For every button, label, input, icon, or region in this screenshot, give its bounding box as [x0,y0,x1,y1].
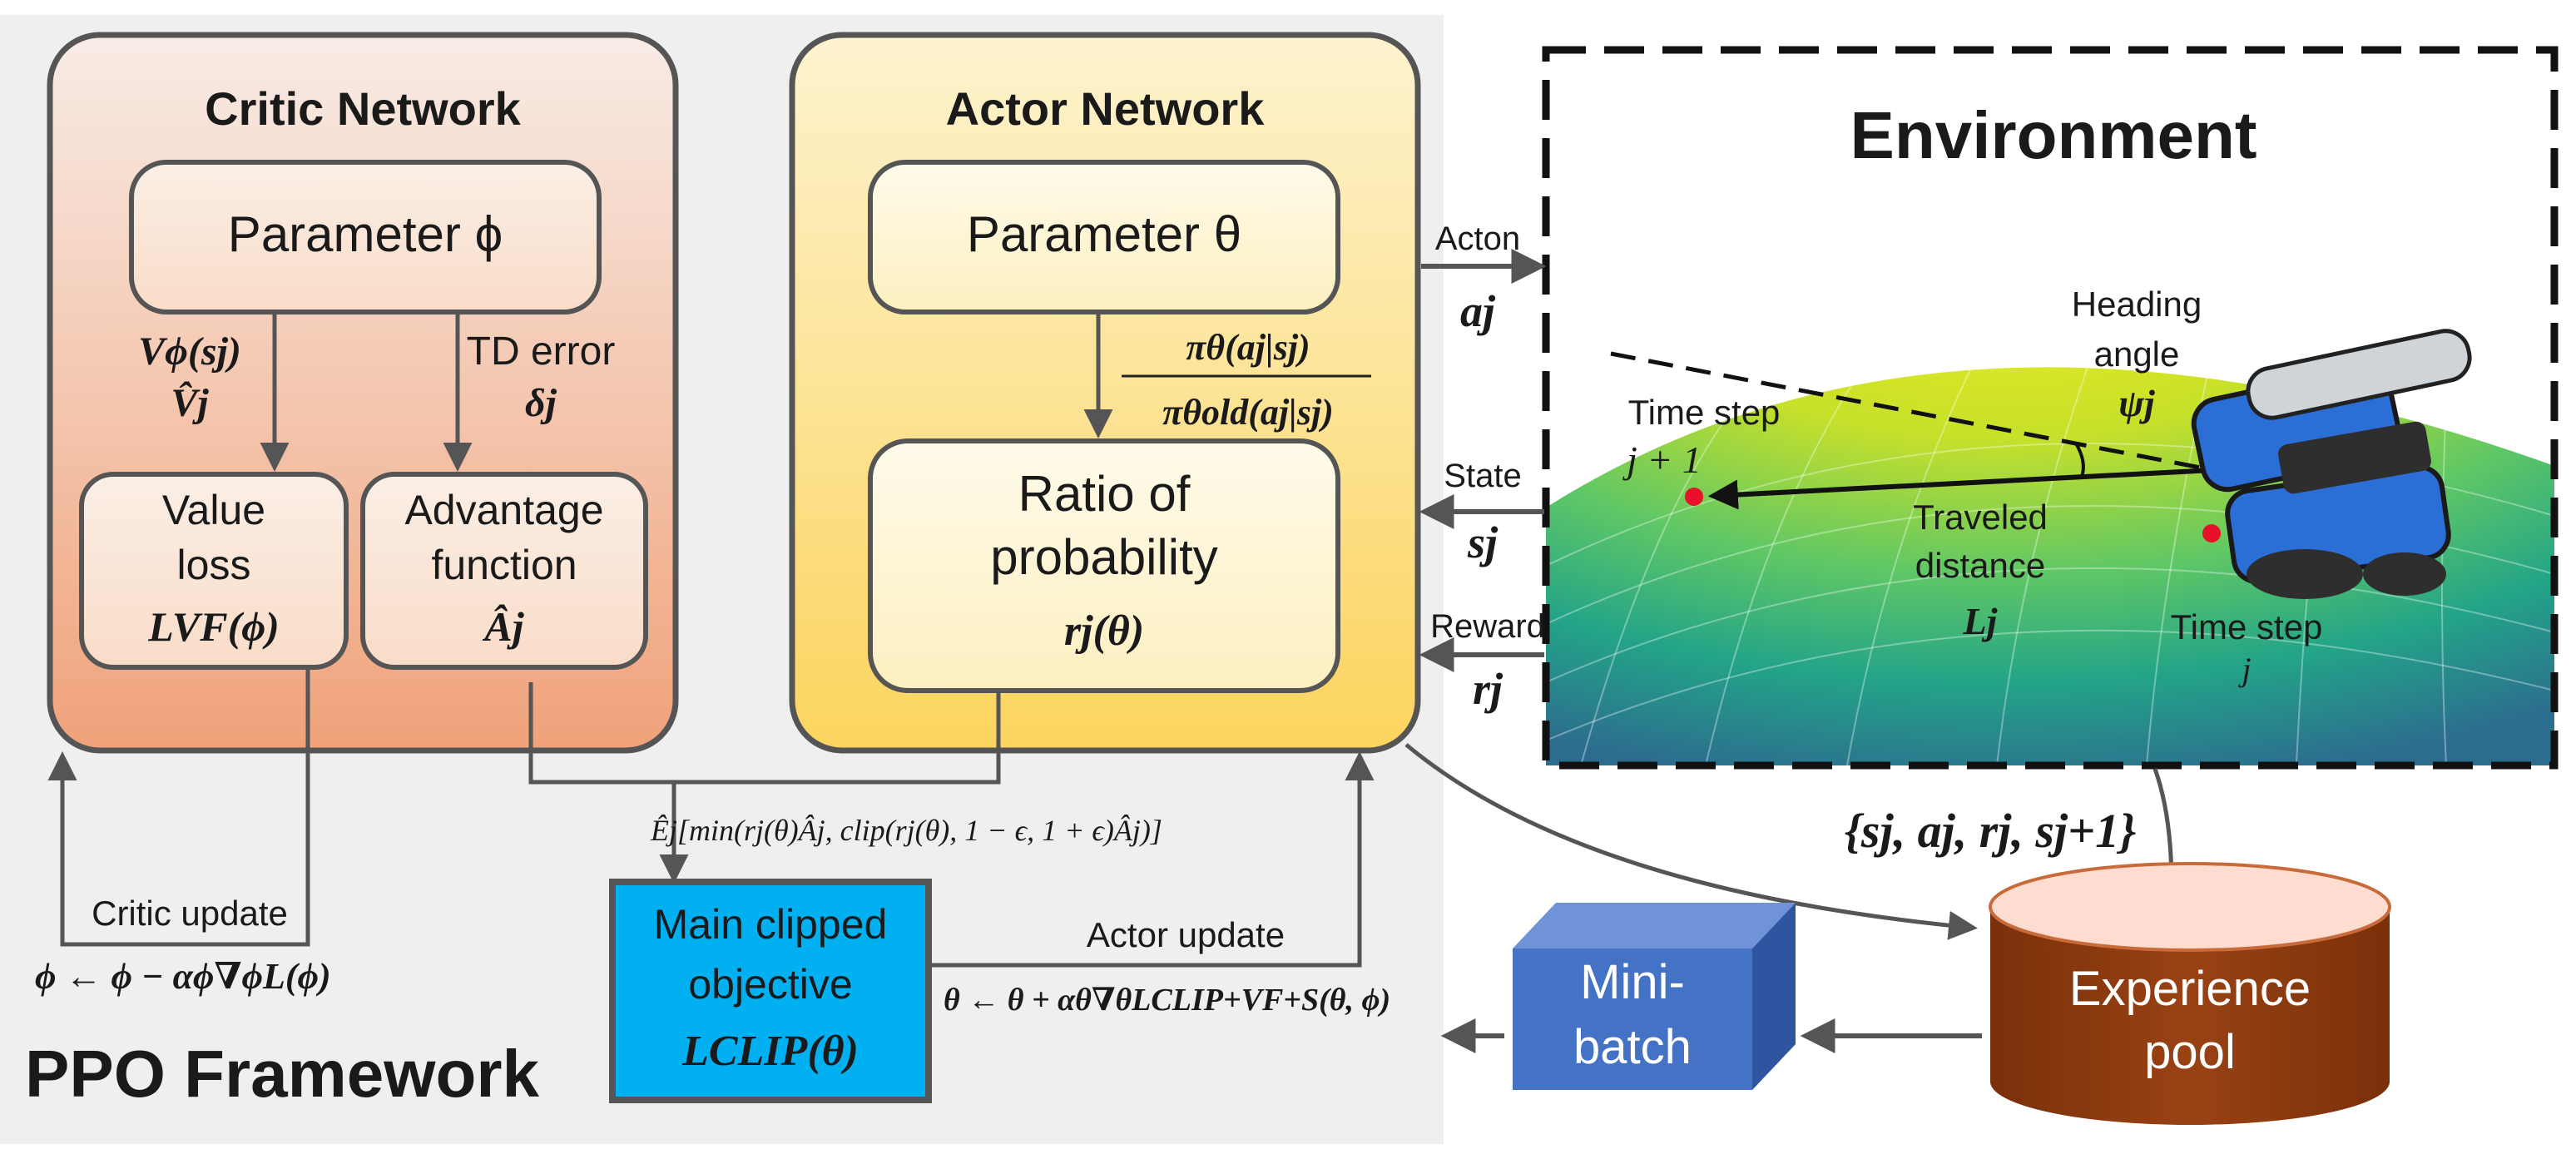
next-position-marker [1685,488,1703,506]
heading-line1: Heading [2072,285,2202,324]
environment-title: Environment [1850,98,2257,172]
actor-update-label: Actor update [1087,915,1285,954]
value-loss-symbol: LVF(ϕ) [147,603,280,650]
experience-pool [1989,862,2391,1125]
reward-symbol: rj [1473,664,1503,714]
current-step-symbol: j [2237,651,2251,688]
td-error-label: TD error [467,329,616,374]
objective-symbol: LCLIP(θ) [681,1028,859,1075]
value-loss-line2: loss [177,542,251,588]
critic-parameter-box [129,160,602,315]
objective-line1: Main clipped [654,901,888,948]
heading-line2: angle [2094,334,2180,374]
minibatch-cube [1513,903,1796,1090]
main-clipped-objective-box [609,879,932,1103]
critic-value-output: Vϕ(sj) [138,329,241,374]
distance-symbol: Lj [1963,600,1998,642]
td-error-symbol: δj [525,381,557,425]
ratio-box [868,438,1340,693]
reward-label: Reward [1430,608,1545,645]
advantage-symbol: Âj [482,603,524,650]
actor-update-rule: θ ← θ + αθ∇θLCLIP+VF+S(θ, ϕ) [944,983,1390,1018]
objective-expectation: Êj[min(rj(θ)Âj, clip(rj(θ), 1 − ϵ, 1 + ϵ… [650,814,1162,847]
actor-update-arrow [929,751,1375,968]
actor-to-pool-arrow [1404,743,1978,940]
environment-border [1542,46,2559,770]
advantage-line2: function [431,542,577,588]
critic-update-rule: ϕ ← ϕ − αϕ∇ϕL(ϕ) [35,956,331,997]
heading-reference-line [1610,351,2214,473]
distance-line2: distance [1915,546,2045,585]
distance-line1: Traveled [1913,498,2048,537]
actor-network-title: Actor Network [946,82,1266,135]
critic-update-label: Critic update [92,894,288,933]
ratio-numerator: πθ(aj|sj) [1186,327,1310,368]
next-step-symbol: j + 1 [1622,438,1702,481]
actor-parameter-box [868,160,1340,315]
advantage-function-box [360,472,648,670]
heading-symbol: ψj [2118,382,2155,424]
objective-line2: objective [688,961,852,1008]
ratio-symbol: rj(θ) [1064,607,1144,655]
critic-parameter-label: Parameter ϕ [228,206,503,262]
action-label: Acton [1435,220,1520,257]
pool-line2: pool [2144,1025,2236,1079]
ratio-line1: Ratio of [1018,466,1191,522]
value-loss-box [79,472,349,670]
critic-update-arrow [47,667,310,947]
state-symbol: sj [1467,518,1499,567]
critic-network-title: Critic Network [205,82,521,135]
robot-icon [2191,329,2472,599]
pool-line1: Experience [2069,962,2311,1016]
ratio-denominator: πθold(aj|sj) [1162,392,1334,433]
critic-value-estimate: V̂j [171,380,209,425]
transition-tuple: {sj, aj, rj, sj+1} [1845,804,2137,858]
connector-ratio-to-objective [659,691,1001,884]
terrain-grid [1546,367,2554,765]
state-label: State [1444,458,1521,494]
heading-angle-arc [2074,442,2085,478]
next-step-label: Time step [1628,393,1781,432]
ppo-framework-title: PPO Framework [25,1037,540,1111]
ratio-line2: probability [990,529,1218,585]
travel-vector [1707,468,2214,510]
action-symbol: aj [1460,286,1496,336]
minibatch-line2: batch [1573,1020,1692,1074]
advantage-line1: Advantage [404,487,603,533]
connector-advantage-to-objective [528,682,674,785]
minibatch-line1: Mini- [1580,955,1685,1009]
actor-parameter-label: Parameter θ [967,206,1241,262]
value-loss-line1: Value [162,487,265,533]
current-step-label: Time step [2171,607,2323,646]
current-position-marker [2202,524,2221,542]
